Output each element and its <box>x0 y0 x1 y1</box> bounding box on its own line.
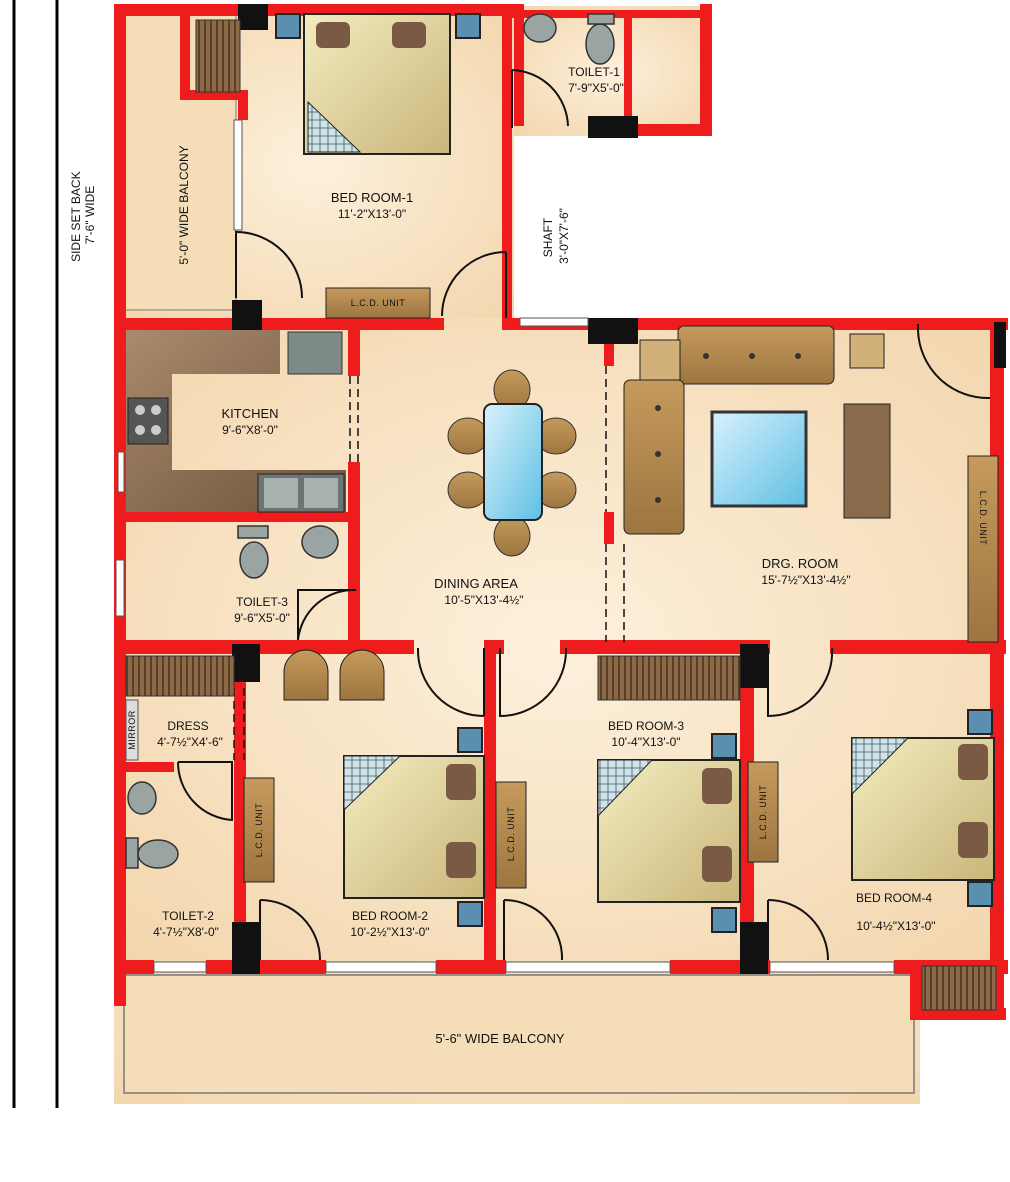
bed2-name: BED ROOM-2 <box>352 909 428 923</box>
toilet1-dim: 7'-9"X5'-0" <box>568 81 624 95</box>
toilet2-name: TOILET-2 <box>162 909 214 923</box>
setback-lines <box>12 0 59 1108</box>
bed2-dim: 10'-2½"X13'-0" <box>350 925 429 939</box>
lcd-label-bed4: L.C.D. UNIT <box>758 785 768 840</box>
toilet-fixtures <box>125 13 615 869</box>
toilet2-dim: 4'-7½"X8'-0" <box>153 925 219 939</box>
dining-name: DINING AREA <box>434 576 518 591</box>
sofa-set <box>623 325 891 535</box>
beds <box>303 13 995 903</box>
side-balcony-label: 5'-0" WIDE BALCONY <box>177 145 191 264</box>
front-balcony-label: 5'-6" WIDE BALCONY <box>435 1031 565 1046</box>
toilet1-name: TOILET-1 <box>568 65 620 79</box>
shaft-label: SHAFT 3'-0"X7'-6" <box>541 208 571 264</box>
kitchen-counter <box>126 330 346 513</box>
lcd-units <box>243 287 999 889</box>
drawing-dim: 15'-7½"X13'-4½" <box>761 573 850 587</box>
doors <box>176 69 991 961</box>
toilet3-name: TOILET-3 <box>236 595 288 609</box>
bed3-dim: 10'-4"X13'-0" <box>611 735 680 749</box>
setback-label: SIDE SET BACK 7'-6" WIDE <box>69 168 97 262</box>
labels: 5'-0" WIDE BALCONY 5'-6" WIDE BALCONY BE… <box>127 65 988 1046</box>
bedside-tables <box>275 13 993 933</box>
wardrobes <box>125 19 997 1011</box>
dining-set <box>447 369 577 557</box>
columns <box>232 4 1006 974</box>
bed1-name: BED ROOM-1 <box>331 190 413 205</box>
dress-name: DRESS <box>167 719 208 733</box>
bed4-name: BED ROOM-4 <box>856 891 932 905</box>
windows <box>115 119 895 973</box>
lcd-label-bed2: L.C.D. UNIT <box>254 803 264 858</box>
bed3-name: BED ROOM-3 <box>608 719 684 733</box>
toilet3-dim: 9'-6"X5'-0" <box>234 611 290 625</box>
front-balcony <box>123 974 915 1094</box>
bed4-dim: 10'-4½"X13'-0" <box>856 919 935 933</box>
armchairs <box>283 649 385 701</box>
mirror-label: MIRROR <box>127 710 137 750</box>
drawing-name: DRG. ROOM <box>762 556 839 571</box>
kitchen-name: KITCHEN <box>221 406 278 421</box>
mirror <box>125 699 139 761</box>
dress-dim: 4'-7½"X4'-6" <box>157 735 223 749</box>
dining-dim: 10'-5"X13'-4½" <box>444 593 523 607</box>
lcd-label-bed1: L.C.D. UNIT <box>351 298 406 308</box>
kitchen-dim: 9'-6"X8'-0" <box>222 423 278 437</box>
lcd-label-drawing: L.C.D. UNIT <box>978 491 988 546</box>
lcd-label-bed3: L.C.D. UNIT <box>506 807 516 862</box>
bed1-dim: 11'-2"X13'-0" <box>338 207 406 221</box>
passage-lines <box>233 366 625 760</box>
